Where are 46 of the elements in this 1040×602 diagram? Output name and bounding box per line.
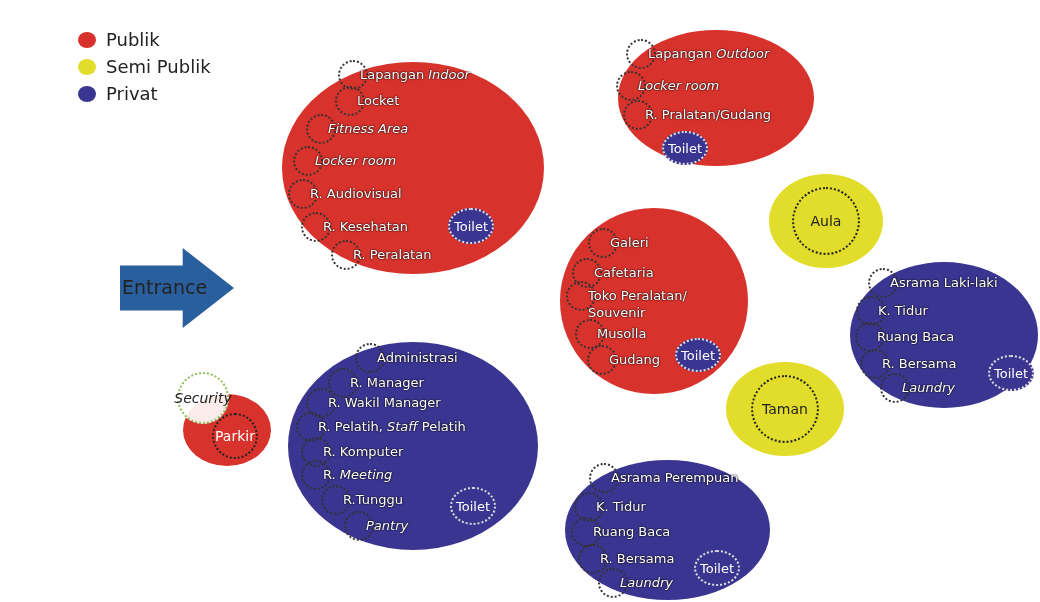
room-label: R. Manager <box>350 374 424 391</box>
toilet-bubble: Toilet <box>662 131 708 165</box>
room-label: R. Kesehatan <box>323 218 408 235</box>
room-label: Cafetaria <box>594 264 654 281</box>
room-label: Locket <box>357 92 400 109</box>
room-label: Administrasi <box>377 349 458 366</box>
room-label: R. Bersama <box>882 355 957 372</box>
room-label: Laundry <box>620 574 673 591</box>
room-label: Toko Peralatan/ Souvenir <box>588 287 688 321</box>
legend-label: Privat <box>106 83 158 105</box>
zone-label: Taman <box>751 375 819 443</box>
room-label: Galeri <box>610 234 649 251</box>
room-label: Asrama Laki-laki <box>890 274 998 291</box>
room-label: Ruang Baca <box>877 328 955 345</box>
toilet-bubble: Toilet <box>675 338 721 372</box>
room-label: Gudang <box>609 351 661 368</box>
room-label: Fitness Area <box>328 120 409 137</box>
room-label: R. Bersama <box>600 550 675 567</box>
room-label: R. Komputer <box>323 443 404 460</box>
toilet-bubble: Toilet <box>988 355 1034 391</box>
room-label: Lapangan Outdoor <box>648 45 770 62</box>
toilet-bubble: Toilet <box>448 208 494 244</box>
legend-label: Semi Publik <box>106 56 211 78</box>
room-label: Pantry <box>366 517 409 534</box>
room-label: Asrama Perempuan <box>611 469 739 486</box>
room-label: K. Tidur <box>878 302 928 319</box>
room-label: Locker room <box>638 77 720 94</box>
room-label: Musolla <box>597 325 647 342</box>
toilet-bubble: Toilet <box>450 487 496 525</box>
toilet-bubble: Toilet <box>694 550 740 586</box>
room-label: Lapangan Indoor <box>360 66 470 83</box>
room-label: R. Wakil Manager <box>328 394 441 411</box>
room-label: Ruang Baca <box>593 523 671 540</box>
entrance-arrow: Entrance <box>120 248 234 328</box>
room-label: R. Meeting <box>323 466 393 483</box>
room-label: Laundry <box>902 379 955 396</box>
legend-label: Publik <box>106 29 160 51</box>
room-label: R. Peralatan <box>353 246 432 263</box>
zone-label: Aula <box>792 187 860 255</box>
room-label: R. Audiovisual <box>310 185 402 202</box>
zone-label: Parkir <box>212 413 258 459</box>
room-label: R. Pelatih, Staff Pelatih <box>318 418 466 435</box>
room-label: K. Tidur <box>596 498 646 515</box>
room-label: R. Pralatan/Gudang <box>645 106 772 123</box>
room-label: Locker room <box>315 152 397 169</box>
room-label: R.Tunggu <box>343 491 403 508</box>
